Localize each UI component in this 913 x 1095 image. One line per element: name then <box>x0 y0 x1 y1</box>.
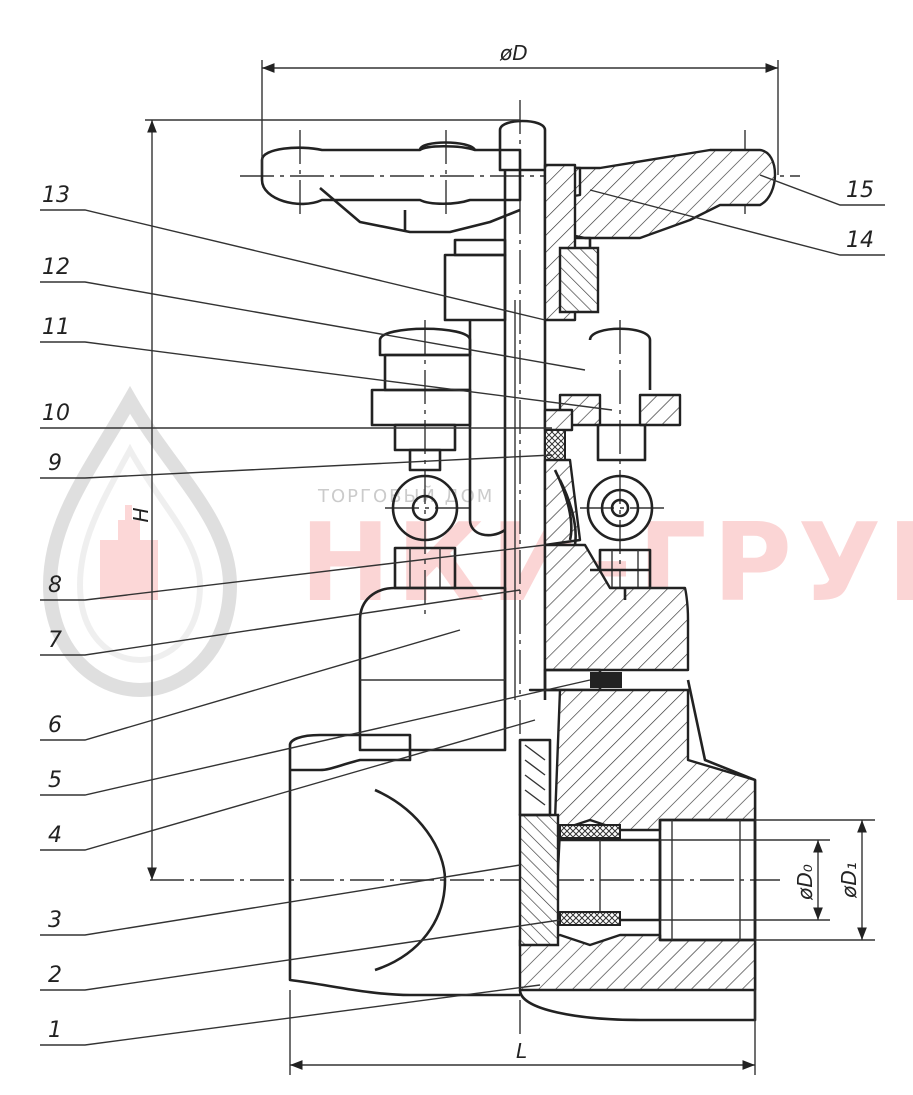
yoke-nut <box>443 163 600 322</box>
callout-labels: 1 2 3 4 5 6 7 8 9 10 11 12 13 14 15 <box>42 178 874 1043</box>
callout-4: 4 <box>48 823 62 848</box>
dim-handwheel-diameter: øD <box>499 41 528 65</box>
callout-2: 2 <box>48 963 62 988</box>
handwheel <box>260 141 777 252</box>
callout-12: 12 <box>42 255 70 280</box>
callout-9: 9 <box>48 451 62 476</box>
watermark: ТОРГОВЫЙ ДОМ НКИ-ГРУПП <box>42 385 913 698</box>
dimension-lines: øD H L øD₀ øD₁ <box>129 41 875 1075</box>
dim-height: H <box>129 507 153 522</box>
watermark-logo-icon <box>42 385 238 698</box>
callout-3: 3 <box>48 908 62 933</box>
callout-8: 8 <box>48 573 62 598</box>
callout-11: 11 <box>42 315 70 340</box>
callout-14: 14 <box>846 228 874 253</box>
callout-15: 15 <box>846 178 874 203</box>
callout-1: 1 <box>48 1018 62 1043</box>
callout-6: 6 <box>48 713 62 738</box>
leader-lines <box>40 174 885 1046</box>
callout-13: 13 <box>42 183 70 208</box>
callout-10: 10 <box>42 401 70 426</box>
watermark-site-text: ТОРГОВЫЙ ДОМ <box>317 485 494 507</box>
bonnet <box>358 543 690 752</box>
wedge-seat <box>518 738 621 947</box>
dim-length: L <box>516 1039 527 1063</box>
gland-packing <box>543 408 582 547</box>
callout-5: 5 <box>48 768 62 793</box>
dim-bore-diameter: øD₀ <box>793 864 817 901</box>
dim-thread-diameter: øD₁ <box>837 862 861 899</box>
callout-7: 7 <box>48 628 62 653</box>
